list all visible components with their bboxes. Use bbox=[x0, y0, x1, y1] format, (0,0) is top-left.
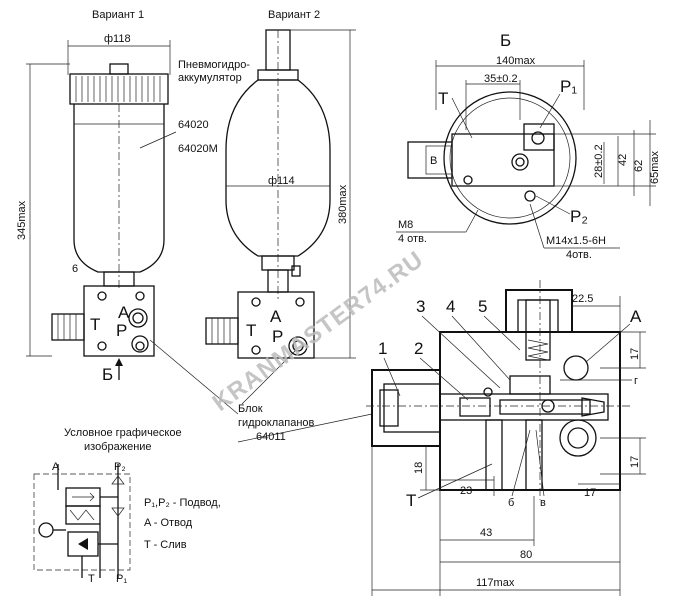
section-dim-18: 18 bbox=[413, 462, 425, 474]
variant-2-diameter: ф114 bbox=[268, 175, 295, 187]
section-dim-22-5: 22.5 bbox=[572, 293, 593, 305]
graphic-symbol: Условное графическое изображение A P₂ T … bbox=[33, 427, 221, 585]
accumulator-label-1: Пневмогидро- bbox=[178, 59, 250, 71]
variant-1-height: 345max bbox=[16, 200, 28, 240]
watermark-text: KRANMASTER74.RU bbox=[208, 246, 429, 417]
valve-block-code: 64011 bbox=[256, 431, 286, 443]
view-b-port-T: T bbox=[438, 89, 448, 108]
view-b-port-B: B bbox=[430, 155, 437, 167]
variant-1-assembly: Вариант 1 ф118 64020 64020M 6 bbox=[16, 9, 218, 384]
section-part-5: 5 bbox=[478, 297, 487, 316]
section-dim-23: 23 bbox=[460, 485, 472, 497]
section-part-4: 4 bbox=[446, 297, 455, 316]
view-b-dim-28: 28±0.2 bbox=[593, 144, 605, 178]
variant-2-port-T: T bbox=[246, 321, 256, 340]
view-b-block bbox=[451, 133, 555, 187]
section-dim-17-top: 17 bbox=[629, 348, 641, 360]
section-part-2: 2 bbox=[414, 339, 423, 358]
variant-2-port-P: P bbox=[272, 327, 283, 346]
view-b-dim-62: 62 bbox=[633, 160, 645, 172]
variant-1-port-T: T bbox=[90, 315, 100, 334]
bladder-body bbox=[225, 79, 331, 257]
section-port-T: T bbox=[406, 491, 416, 510]
view-b-port-P1: P₁ bbox=[560, 77, 577, 96]
variant-1-part-6: 6 bbox=[72, 263, 78, 275]
variant-1-code: 64020 bbox=[178, 119, 209, 131]
variant-2-assembly: Вариант 2 ф114 T A P 380max bbox=[205, 9, 356, 359]
section-part-1: 1 bbox=[378, 339, 387, 358]
valve-block-label-1: Блок bbox=[238, 403, 263, 415]
symbol-legend-2: A - Отвод bbox=[144, 517, 193, 529]
variant-2-height: 380max bbox=[337, 184, 349, 224]
view-b-housing bbox=[443, 91, 577, 225]
variant-1-title: Вариант 1 bbox=[92, 9, 144, 21]
valve-block-label-2: гидроклапанов bbox=[238, 417, 315, 429]
section-dim-43: 43 bbox=[480, 527, 492, 539]
section-dim-80: 80 bbox=[520, 549, 532, 561]
view-b-thread-m8-count: 4 отв. bbox=[398, 233, 427, 245]
view-b-dim-35: 35±0.2 bbox=[484, 73, 518, 85]
symbol-port-P1: P₁ bbox=[116, 573, 127, 585]
symbol-title-2: изображение bbox=[84, 441, 152, 453]
section-part-3: 3 bbox=[416, 297, 425, 316]
section-port-A: A bbox=[630, 307, 642, 326]
view-b-thread-m14-count: 4отв. bbox=[566, 249, 592, 261]
view-b-dim-42: 42 bbox=[617, 154, 629, 166]
variant-2-title: Вариант 2 bbox=[268, 9, 320, 21]
variant-2-port-A: A bbox=[270, 307, 282, 326]
view-b-title: Б bbox=[500, 31, 511, 50]
view-b-thread-m14: M14x1.5-6H bbox=[546, 235, 606, 247]
section-channel-v: в bbox=[540, 497, 546, 509]
accumulator-label-2: аккумулятор bbox=[178, 72, 242, 84]
view-b: Б 140max 35±0.2 B T P₁ P₂ 28±0.2 42 bbox=[396, 31, 661, 261]
variant-1-diameter: ф118 bbox=[104, 33, 131, 45]
symbol-port-T: T bbox=[88, 573, 95, 585]
symbol-title-1: Условное графическое bbox=[64, 427, 182, 439]
section-dim-117: 117max bbox=[476, 577, 515, 589]
section-channel-g: г bbox=[634, 375, 638, 387]
variant-1-port-P: P bbox=[116, 321, 127, 340]
variant-1-port-A: A bbox=[118, 303, 130, 322]
section-view: 3 4 5 1 2 A T г б в 22.5 17 17 18 bbox=[366, 280, 646, 596]
section-channel-b: б bbox=[508, 497, 514, 509]
view-b-marker: Б bbox=[102, 365, 113, 384]
view-b-thread-m8: M8 bbox=[398, 219, 413, 231]
section-dim-17-bottom: 17 bbox=[584, 487, 596, 499]
section-dim-17-right: 17 bbox=[629, 456, 641, 468]
view-b-dim-65: 65max bbox=[649, 150, 661, 184]
symbol-legend-3: T - Слив bbox=[144, 539, 187, 551]
view-b-dim-140: 140max bbox=[496, 55, 536, 67]
symbol-port-P2: P₂ bbox=[114, 461, 126, 473]
symbol-port-A: A bbox=[52, 461, 60, 473]
symbol-legend-1: P₁,P₂ - Подвод, bbox=[144, 497, 221, 509]
variant-1-code-m: 64020M bbox=[178, 143, 218, 155]
view-b-port-P2: P₂ bbox=[570, 207, 588, 226]
